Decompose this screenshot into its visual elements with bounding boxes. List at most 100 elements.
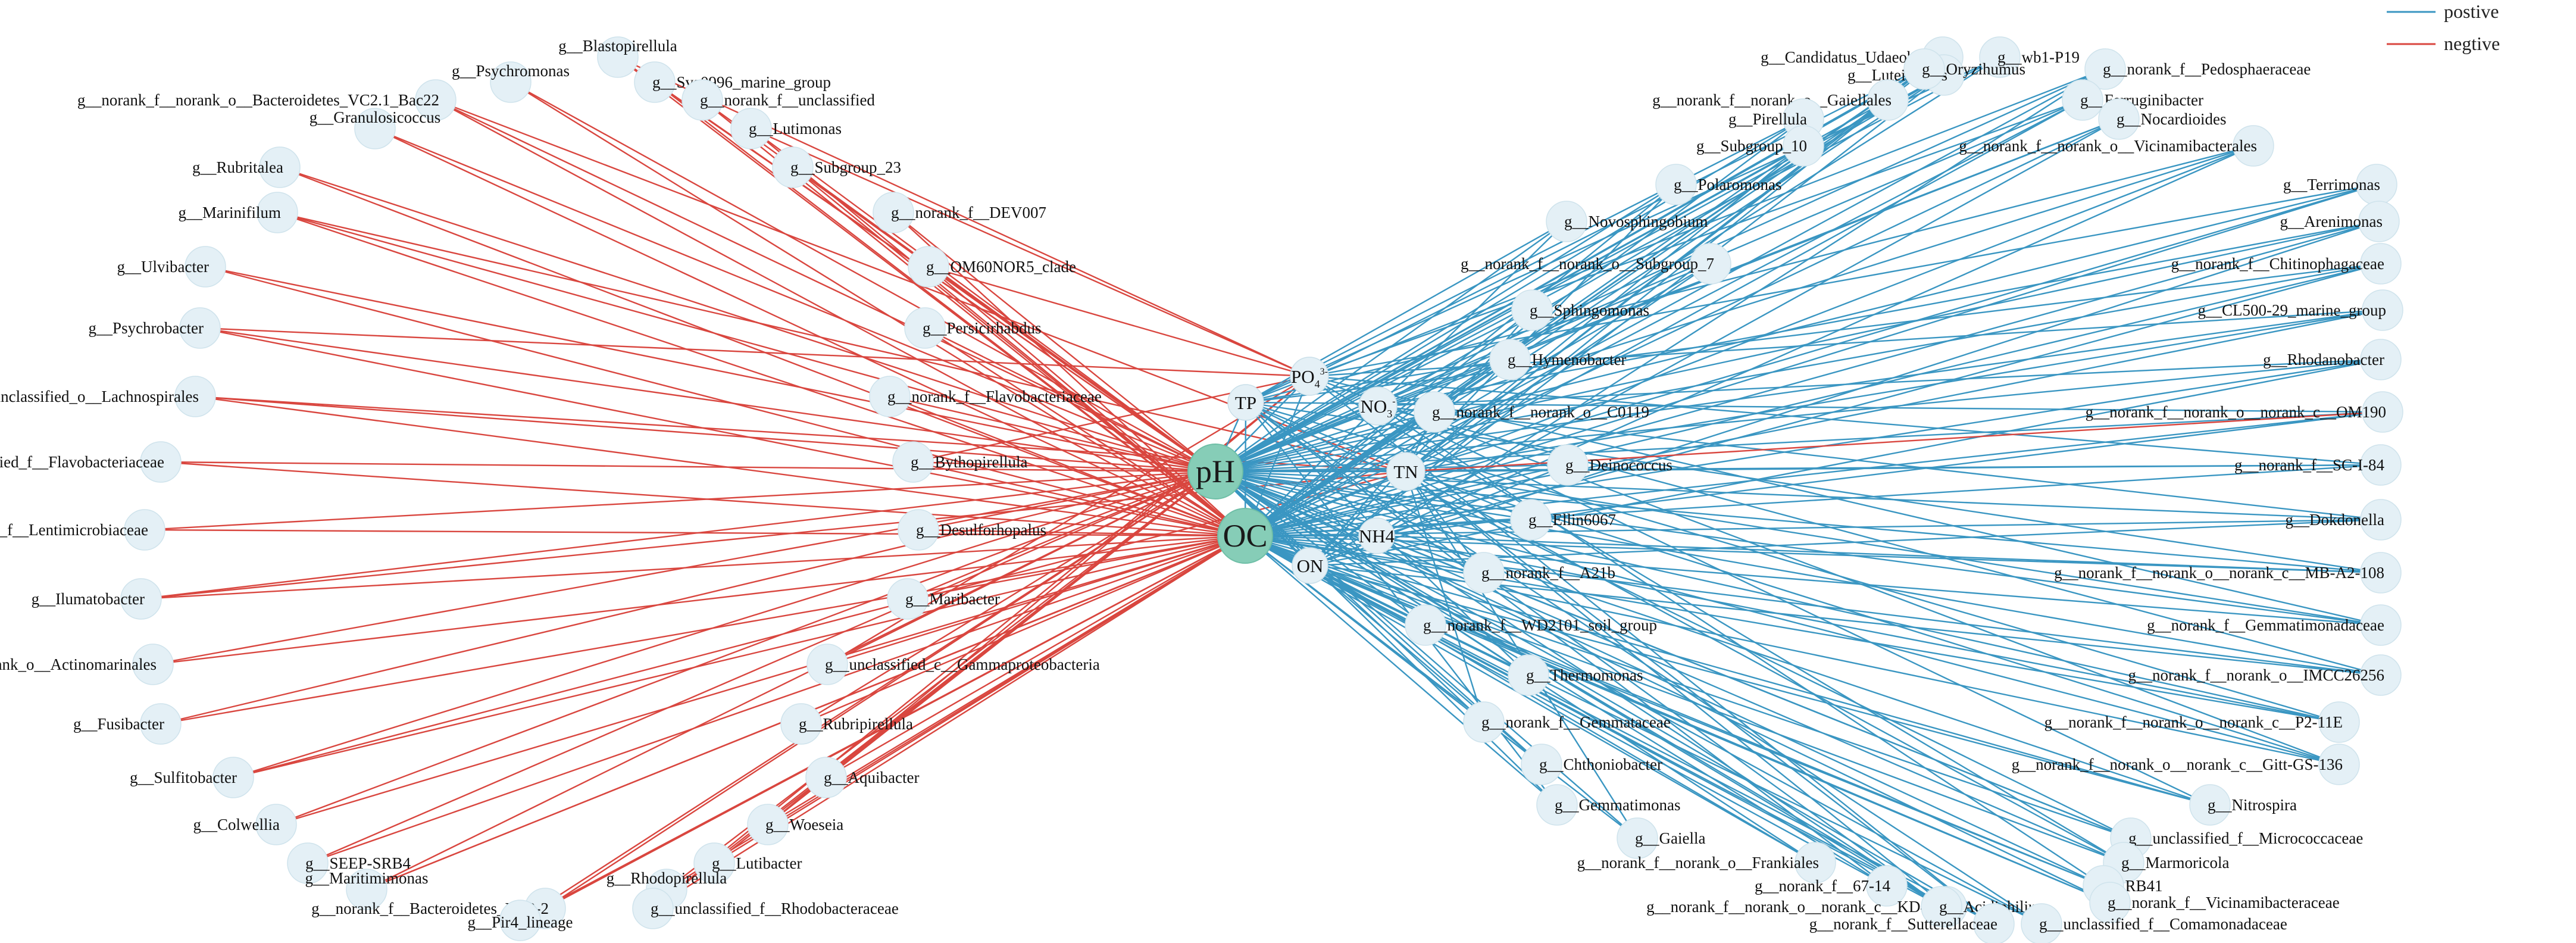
genus-node-g-chthoniobacter[interactable]: g__Chthoniobacter (1521, 744, 1662, 785)
genus-node-g-norank-f-sc-i-84[interactable]: g__norank_f__SC-I-84 (2234, 444, 2402, 486)
genus-node-g-norank-f-dev007[interactable]: g__norank_f__DEV007 (873, 192, 1046, 233)
genus-label: g__Arenimonas (2280, 213, 2383, 230)
genus-node-g-psychrobacter[interactable]: g__Psychrobacter (89, 307, 221, 349)
genus-node-g-subgroup-23[interactable]: g__Subgroup_23 (772, 146, 901, 188)
genus-node-g-ulvibacter[interactable]: g__Ulvibacter (117, 246, 226, 288)
genus-node-g-subgroup-10[interactable]: g__Subgroup_10 (1696, 125, 1824, 167)
env-node-on[interactable]: ON (1292, 547, 1328, 584)
edge-positive (1245, 401, 1531, 521)
genus-node-g-fusibacter[interactable]: g__Fusibacter (73, 703, 182, 745)
env-node-tn[interactable]: TN (1386, 452, 1425, 491)
genus-node-g-granulosicoccus[interactable]: g__Granulosicoccus (310, 108, 440, 149)
genus-node-g-om60nor5-clade[interactable]: g__OM60NOR5_clade (908, 246, 1076, 288)
genus-node-g-blastopirellula[interactable]: g__Blastopirellula (558, 36, 677, 78)
genus-node-g-pir4-lineage[interactable]: g__Pir4_lineage (468, 900, 573, 941)
genus-node-g-cl500-29-marine-group[interactable]: g__CL500-29_marine_group (2198, 289, 2403, 331)
genus-node-g-norank-f-norank-o-frankiales[interactable]: g__norank_f__norank_o__Frankiales (1577, 842, 1836, 883)
genus-node-g-unclassified-f-flavobacteriaceae[interactable]: g__unclassified_f__Flavobacteriaceae (0, 441, 182, 483)
genus-node-g-wb1-p19[interactable]: g__wb1-P19 (1979, 36, 2080, 78)
genus-node-g-norank-f-lentimicrobiaceae[interactable]: g__norank_f__Lentimicrobiaceae (0, 509, 165, 551)
genus-node-g-norank-f-norank-o-vicinamibacterales[interactable]: g__norank_f__norank_o__Vicinamibacterale… (1959, 125, 2274, 167)
genus-node-g-lutimonas[interactable]: g__Lutimonas (730, 108, 842, 149)
genus-node-g-arenimonas[interactable]: g__Arenimonas (2280, 201, 2400, 242)
genus-label: g__Granulosicoccus (310, 108, 440, 126)
genus-node-g-polaromonas[interactable]: g__Polaromonas (1655, 164, 1782, 205)
genus-label: g__norank_f__Lentimicrobiaceae (0, 521, 148, 539)
genus-node-g-norank-f-norank-o-norank-c-p2-11e[interactable]: g__norank_f__norank_o__norank_c__P2-11E (2044, 701, 2360, 743)
genus-node-g-norank-f-gemmatimonadaceae[interactable]: g__norank_f__Gemmatimonadaceae (2147, 604, 2402, 646)
genus-node-g-unclassified-f-comamonadaceae[interactable]: g__unclassified_f__Comamonadaceae (2021, 903, 2287, 943)
genus-node-g-unclassified-f-rhodobacteraceae[interactable]: g__unclassified_f__Rhodobacteraceae (632, 888, 899, 929)
genus-node-g-deinococcus[interactable]: g__Deinococcus (1547, 444, 1672, 486)
genus-node-g-norank-f-norank-o-norank-c-om190[interactable]: g__norank_f__norank_o__norank_c__OM190 (2086, 391, 2403, 433)
genus-node-g-rubritalea[interactable]: g__Rubritalea (192, 146, 301, 188)
genus-label: g__Gemmatimonas (1555, 796, 1680, 814)
env-node-no3[interactable]: NO3- (1358, 386, 1398, 426)
genus-node-g-ilumatobacter[interactable]: g__Ilumatobacter (32, 578, 162, 620)
genus-node-g-aquibacter[interactable]: g__Aquibacter (805, 757, 919, 798)
edge-negative (435, 99, 1216, 473)
genus-node-g-terrimonas[interactable]: g__Terrimonas (2283, 164, 2397, 205)
genus-node-g-norank-f-gemmataceae[interactable]: g__norank_f__Gemmataceae (1463, 701, 1671, 743)
genus-node-g-sphingomonas[interactable]: g__Sphingomonas (1511, 289, 1649, 331)
genus-node-g-nitrospira[interactable]: g__Nitrospira (2189, 784, 2297, 826)
genus-node-g-maribacter[interactable]: g__Maribacter (887, 578, 1000, 620)
genus-node-g-rhodanobacter[interactable]: g__Rhodanobacter (2263, 339, 2402, 380)
genus-label: g__unclassified_f__Comamonadaceae (2039, 915, 2287, 933)
genus-label: g__norank_f__norank_o__Subgroup_7 (1461, 255, 1714, 273)
genus-node-g-persicirhabdus[interactable]: g__Persicirhabdus (904, 307, 1041, 349)
genus-node-g-norank-f-norank-o-bacteroidetes-vc2-1-bac22[interactable]: g__norank_f__norank_o__Bacteroidetes_VC2… (77, 79, 457, 121)
env-node-po4[interactable]: PO43- (1290, 357, 1329, 396)
genus-node-g-norank-f-norank-o-subgroup-7[interactable]: g__norank_f__norank_o__Subgroup_7 (1461, 243, 1731, 285)
env-node-tp[interactable]: TP (1227, 384, 1264, 421)
genus-node-g-norank-f-chitinophagaceae[interactable]: g__norank_f__Chitinophagaceae (2171, 243, 2402, 285)
genus-node-g-nocardioides[interactable]: g__Nocardioides (2098, 98, 2226, 140)
genus-node-g-norank-f-pedosphaeraceae[interactable]: g__norank_f__Pedosphaeraceae (2084, 48, 2311, 90)
genus-node-g-oryzihumus[interactable]: g__Oryzihumus (1903, 48, 2025, 90)
genus-node-g-rhodopirellula[interactable]: g__Rhodopirellula (607, 869, 727, 910)
genus-node-g-unclassified-f-micrococcaceae[interactable]: g__unclassified_f__Micrococcaceae (2110, 817, 2363, 859)
genus-node-g-thermomonas[interactable]: g__Thermomonas (1508, 654, 1643, 696)
genus-node-g-dokdonella[interactable]: g__Dokdonella (2286, 499, 2402, 541)
genus-node-g-norank-f-wd2101-soil-group[interactable]: g__norank_f__WD2101_soil_group (1405, 604, 1657, 646)
genus-node-g-ferruginibacter[interactable]: g__Ferruginibacter (2062, 79, 2203, 121)
hub-node-oc[interactable]: OC (1217, 508, 1273, 564)
genus-node-g-lutibacter[interactable]: g__Lutibacter (693, 842, 802, 884)
genus-node-circle (2062, 79, 2103, 121)
genus-node-circle (1795, 842, 1836, 883)
genus-node-g-norank-f-67-14[interactable]: g__norank_f__67-14 (1755, 865, 1908, 907)
genus-node-g-norank-f-norank-o-gaiellales[interactable]: g__norank_f__norank_o__Gaiellales (1652, 79, 1909, 121)
genus-node-g-norank-f-unclassified[interactable]: g__norank_f__unclassified (681, 79, 875, 121)
genus-node-g-norank-f-vicinamibacteraceae[interactable]: g__norank_f__Vicinamibacteraceae (2089, 882, 2340, 923)
genus-node-g-marinifilum[interactable]: g__Marinifilum (179, 192, 298, 233)
genus-node-g-gaiella[interactable]: g__Gaiella (1617, 817, 1705, 859)
genus-node-g-norank-f-norank-o-actinomarinales[interactable]: g__norank_f__norank_o__Actinomarinales (0, 644, 174, 685)
genus-node-g-colwellia[interactable]: g__Colwellia (193, 804, 297, 845)
genus-node-g-norank-f-norank-o-c0119[interactable]: g__norank_f__norank_o__C0119 (1414, 391, 1649, 433)
genus-node-g-desulforhopalus[interactable]: g__Desulforhopalus (898, 509, 1046, 551)
genus-node-circle (2360, 339, 2402, 380)
genus-node-g-norank-f-a21b[interactable]: g__norank_f__A21b (1463, 552, 1615, 594)
genus-node-g-norank-f-norank-o-norank-c-gitt-gs-136[interactable]: g__norank_f__norank_o__norank_c__Gitt-GS… (2012, 744, 2360, 785)
genus-node-g-woeseia[interactable]: g__Woeseia (747, 804, 843, 845)
genus-node-g-novosphingobium[interactable]: g__Novosphingobium (1546, 201, 1708, 242)
genus-node-g-seep-srb4[interactable]: g__SEEP-SRB4 (287, 842, 411, 884)
genus-node-g-norank-f-sutterellaceae[interactable]: g__norank_f__Sutterellaceae (1809, 903, 2015, 943)
genus-node-g-unclassified-o-lachnospirales[interactable]: g__unclassified_o__Lachnospirales (0, 376, 216, 417)
env-node-nh4[interactable]: NH4 (1358, 517, 1395, 554)
genus-node-g-norank-f-norank-o-norank-c-mb-a2-108[interactable]: g__norank_f__norank_o__norank_c__MB-A2-1… (2054, 552, 2402, 594)
genus-node-g-gemmatimonas[interactable]: g__Gemmatimonas (1536, 784, 1680, 826)
genus-node-g-ellin6067[interactable]: g__Ellin6067 (1510, 499, 1616, 541)
genus-node-g-sva0996-marine-group[interactable]: g__Sva0996_marine_group (634, 61, 831, 103)
genus-node-g-sulfitobacter[interactable]: g__Sulfitobacter (130, 757, 254, 798)
genus-node-g-psychromonas[interactable]: g__Psychromonas (452, 61, 570, 103)
genus-node-g-bythopirellula[interactable]: g__Bythopirellula (892, 441, 1027, 483)
hub-node-ph[interactable]: pH (1187, 444, 1243, 499)
genus-node-g-norank-f-norank-o-imcc26256[interactable]: g__norank_f__norank_o__IMCC26256 (2128, 654, 2402, 696)
genus-node-circle (132, 644, 174, 685)
genus-node-g-maritimimonas[interactable]: g__Maritimimonas (305, 869, 429, 910)
genus-node-g-rubripirellula[interactable]: g__Rubripirellula (780, 703, 913, 745)
genus-node-g-hymenobacter[interactable]: g__Hymenobacter (1489, 339, 1626, 380)
genus-node-g-norank-f-flavobacteriaceae[interactable]: g__norank_f__Flavobacteriaceae (869, 376, 1102, 417)
genus-node-g-unclassified-c-gammaproteobacteria[interactable]: g__unclassified_c__Gammaproteobacteria (806, 644, 1100, 685)
